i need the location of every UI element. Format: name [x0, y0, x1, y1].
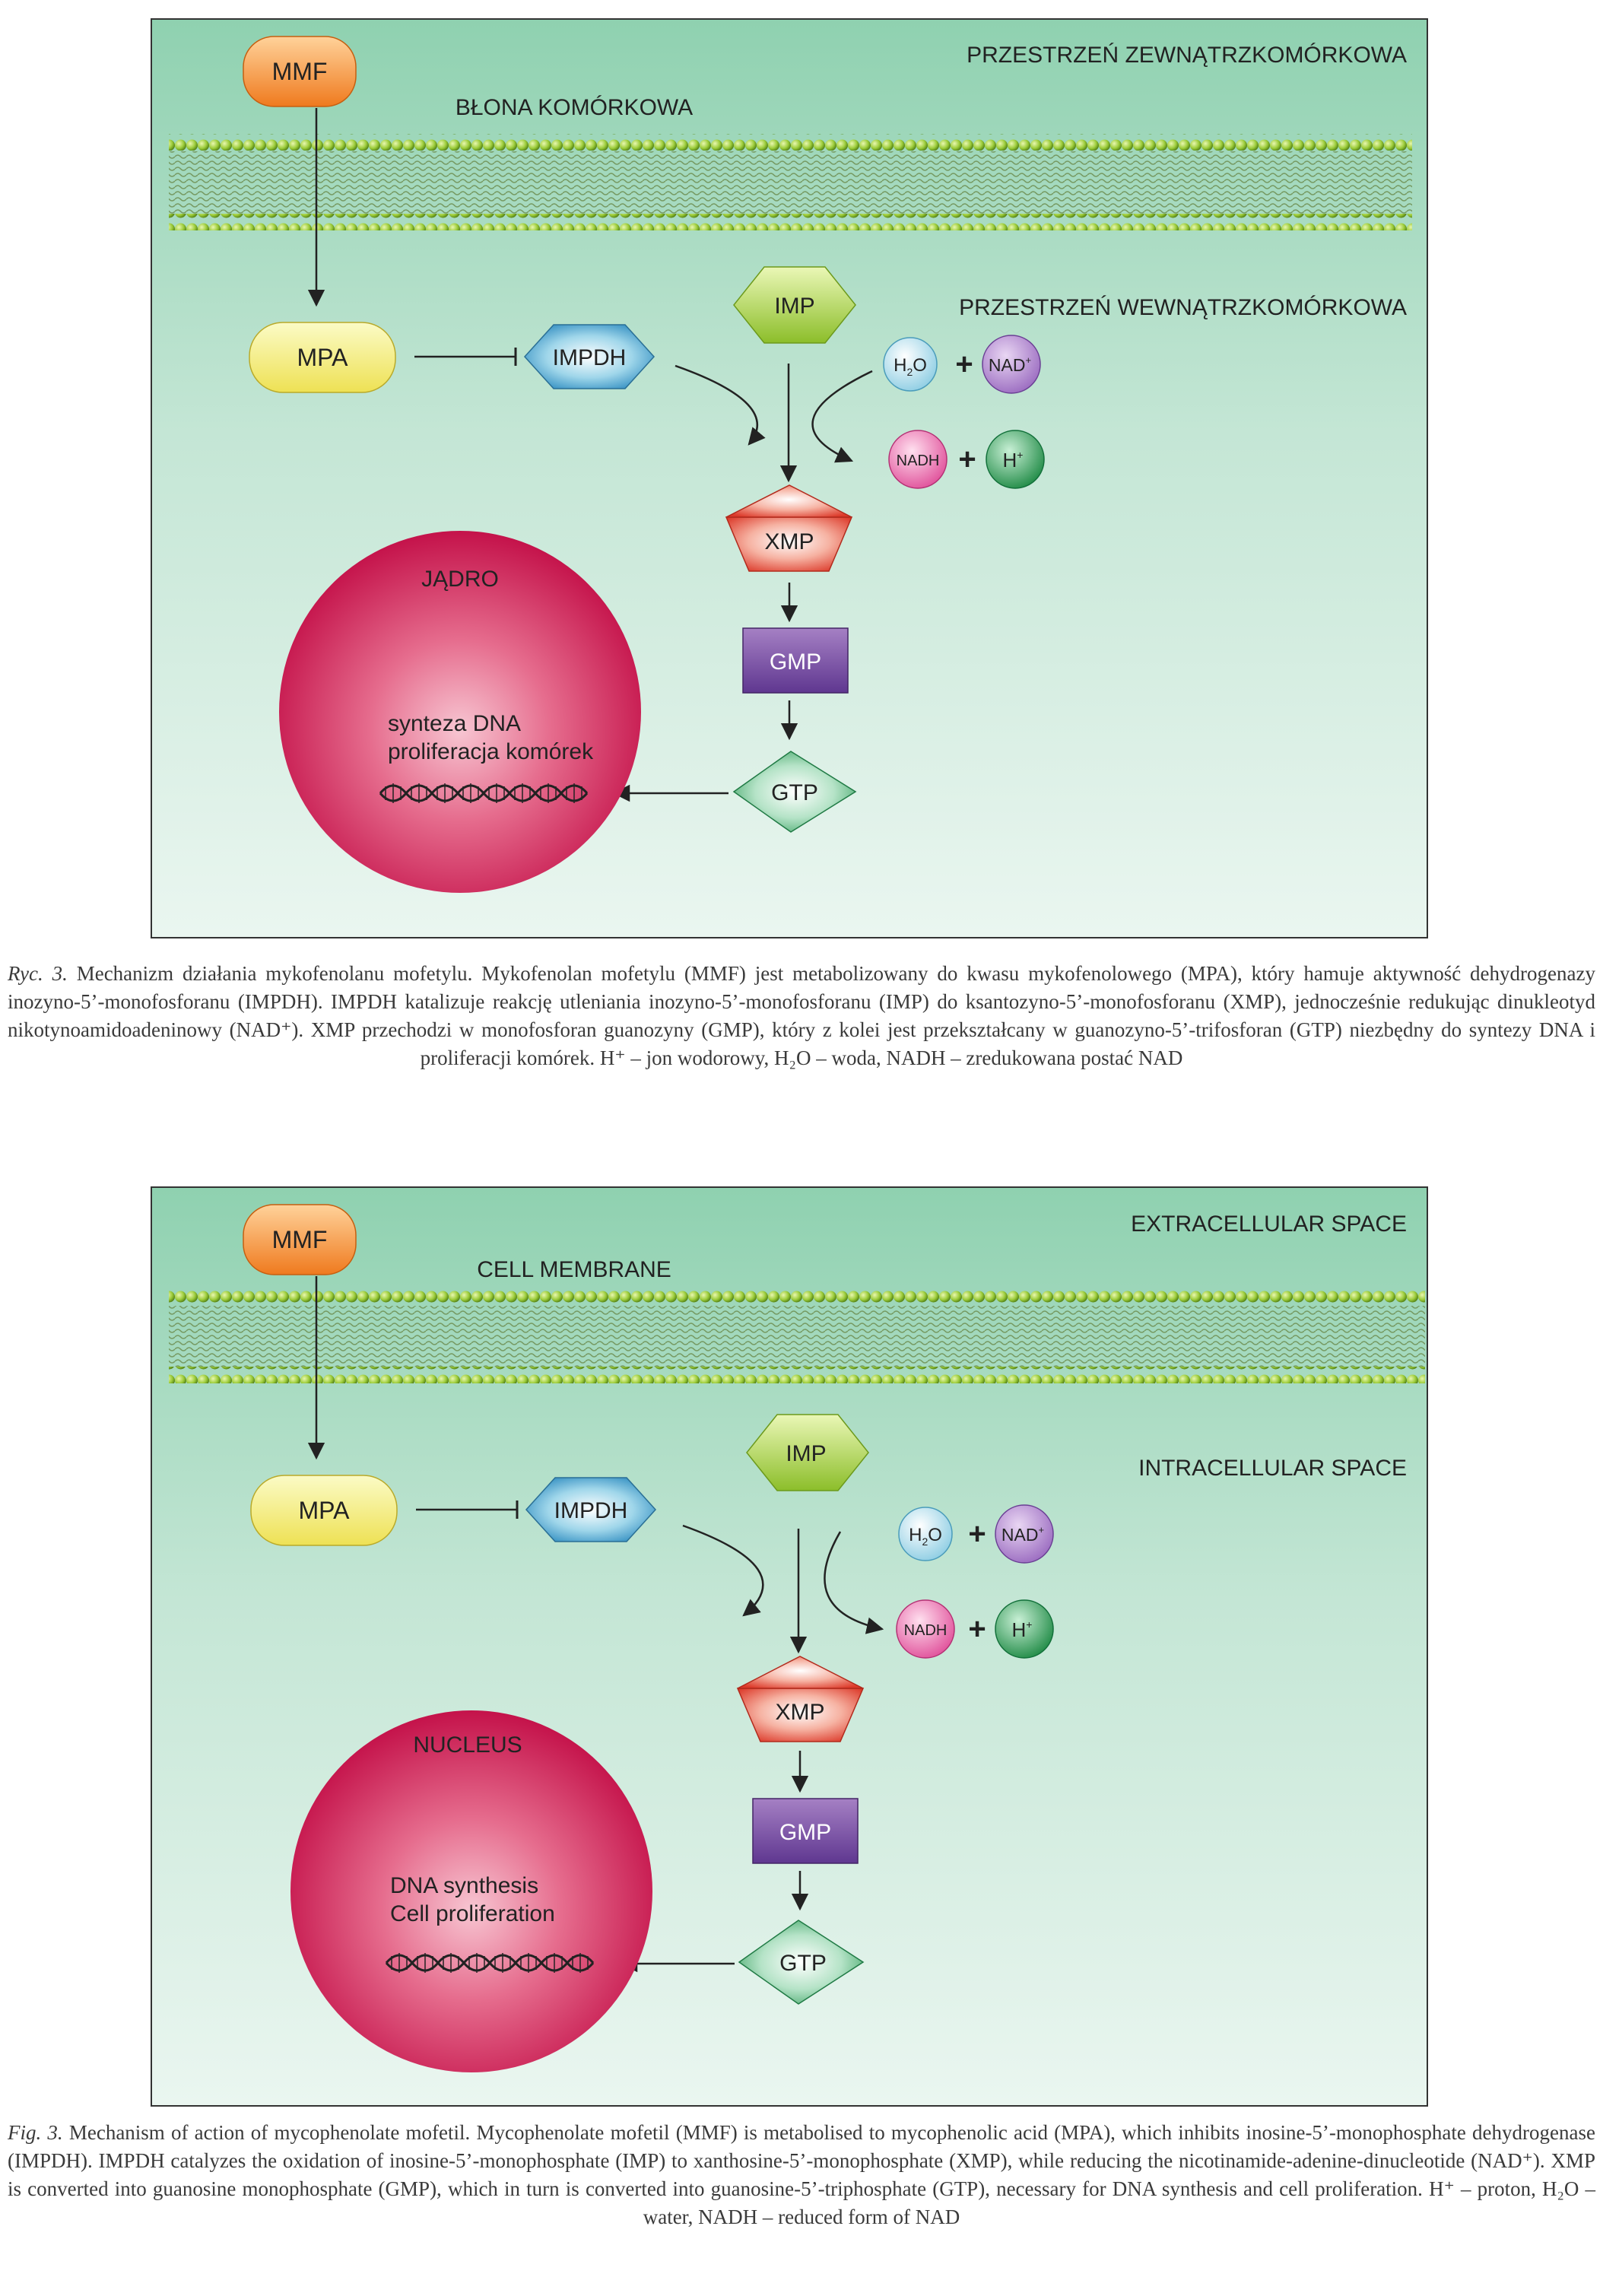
nad-label: NAD+	[1001, 1524, 1044, 1545]
proton-node: H+	[995, 1599, 1054, 1659]
imp-node: IMP	[733, 266, 856, 344]
dna-synthesis-label: synteza DNA	[388, 711, 521, 736]
caption-text: Mechanizm działania mykofenolanu mofetyl…	[8, 962, 1595, 1069]
nucleus-label: NUCLEUS	[413, 1732, 522, 1758]
mmf-label: MMF	[272, 1226, 328, 1253]
nad-label: NAD+	[989, 354, 1031, 375]
proton-node: H+	[986, 430, 1045, 489]
h2o-label: H2O	[894, 355, 927, 378]
dna-helix-icon	[379, 783, 589, 803]
proton-label: H+	[1003, 449, 1024, 472]
mmf-node: MMF	[243, 36, 357, 107]
mpa-node: MPA	[249, 322, 396, 393]
nad-node: NAD+	[982, 335, 1041, 394]
caption-lead: Ryc. 3.	[8, 962, 68, 985]
plus-sign-top: +	[968, 1517, 986, 1551]
gtp-node: GTP	[732, 751, 857, 833]
caption-text: Mechanism of action of mycophenolate mof…	[8, 2121, 1595, 2228]
mmf-label: MMF	[272, 58, 328, 85]
gmp-node: GMP	[752, 1798, 859, 1864]
impdh-reaction-curve-in	[675, 364, 766, 446]
nucleus: NUCLEUS DNA synthesis Cell proliferation	[290, 1710, 652, 2072]
nad-node: NAD+	[995, 1504, 1054, 1564]
impdh-node: IMPDH	[525, 1477, 657, 1542]
membrane-label: BŁONA KOMÓRKOWA	[456, 95, 693, 120]
imp-label: IMP	[786, 1441, 826, 1466]
mpa-node: MPA	[250, 1475, 398, 1546]
pathway-diagram: EXTRACELLULAR SPACE CELL MEMBRANE INTRAC…	[152, 1188, 1427, 2105]
proton-label: H+	[1012, 1618, 1033, 1641]
h2o-label: H2O	[909, 1525, 942, 1548]
cell-membrane	[169, 1288, 1425, 1383]
gmp-label: GMP	[779, 1820, 831, 1845]
h2o-node: H2O	[898, 1507, 953, 1561]
cofactor-reaction-curve	[824, 1531, 884, 1634]
figure-caption-polish: Ryc. 3. Mechanizm działania mykofenolanu…	[8, 960, 1595, 1072]
dna-synthesis-label: DNA synthesis	[390, 1873, 538, 1898]
diagram-panel-english: EXTRACELLULAR SPACE CELL MEMBRANE INTRAC…	[151, 1186, 1428, 2107]
impdh-node: IMPDH	[523, 324, 655, 389]
nucleus: JĄDRO synteza DNA proliferacja komórek	[279, 531, 641, 893]
diagram-panel-polish: PRZESTRZEŃ ZEWNĄTRZKOMÓRKOWA BŁONA KOMÓR…	[151, 18, 1428, 938]
imp-node: IMP	[746, 1414, 869, 1491]
imp-label: IMP	[774, 294, 814, 319]
gmp-label: GMP	[770, 649, 821, 675]
plus-sign-top: +	[955, 348, 973, 381]
cofactor-reaction-curve	[811, 370, 873, 463]
caption-lead: Fig. 3.	[8, 2121, 63, 2144]
extracellular-label: EXTRACELLULAR SPACE	[1131, 1212, 1407, 1237]
intracellular-label: INTRACELLULAR SPACE	[1138, 1456, 1407, 1481]
cell-membrane	[169, 134, 1412, 230]
mpa-inhibits-impdh	[416, 1500, 519, 1519]
plus-sign-bottom: +	[958, 443, 976, 476]
dna-helix-icon	[385, 1953, 595, 1973]
nucleus-label: JĄDRO	[421, 567, 499, 592]
gtp-label: GTP	[779, 1951, 827, 1976]
figure-caption-english: Fig. 3. Mechanism of action of mycopheno…	[8, 2119, 1595, 2231]
mpa-label: MPA	[299, 1497, 351, 1524]
h2o-node: H2O	[883, 337, 938, 392]
intracellular-label: PRZESTRZEŃ WEWNĄTRZKOMÓRKOWA	[959, 295, 1407, 320]
gtp-node: GTP	[738, 1920, 865, 2005]
xmp-node: XMP	[725, 484, 853, 572]
impdh-label: IMPDH	[554, 1498, 628, 1523]
membrane-label: CELL MEMBRANE	[477, 1257, 671, 1282]
extracellular-label: PRZESTRZEŃ ZEWNĄTRZKOMÓRKOWA	[967, 43, 1407, 68]
cell-proliferation-label: Cell proliferation	[390, 1901, 555, 1926]
xmp-node: XMP	[736, 1656, 865, 1742]
impdh-reaction-curve-in	[682, 1524, 764, 1617]
plus-sign-bottom: +	[968, 1612, 986, 1646]
cell-proliferation-label: proliferacja komórek	[388, 739, 594, 764]
pathway-diagram: PRZESTRZEŃ ZEWNĄTRZKOMÓRKOWA BŁONA KOMÓR…	[152, 20, 1427, 937]
nadh-node: NADH	[896, 1599, 955, 1659]
mpa-inhibits-impdh	[414, 348, 517, 366]
nadh-label: NADH	[897, 453, 940, 469]
mpa-label: MPA	[297, 344, 349, 371]
xmp-label: XMP	[764, 529, 814, 554]
xmp-label: XMP	[775, 1700, 824, 1725]
gtp-label: GTP	[771, 780, 818, 805]
nadh-node: NADH	[888, 430, 948, 489]
gmp-node: GMP	[742, 627, 849, 694]
mmf-node: MMF	[243, 1204, 357, 1275]
impdh-label: IMPDH	[553, 345, 627, 370]
nadh-label: NADH	[904, 1622, 948, 1639]
